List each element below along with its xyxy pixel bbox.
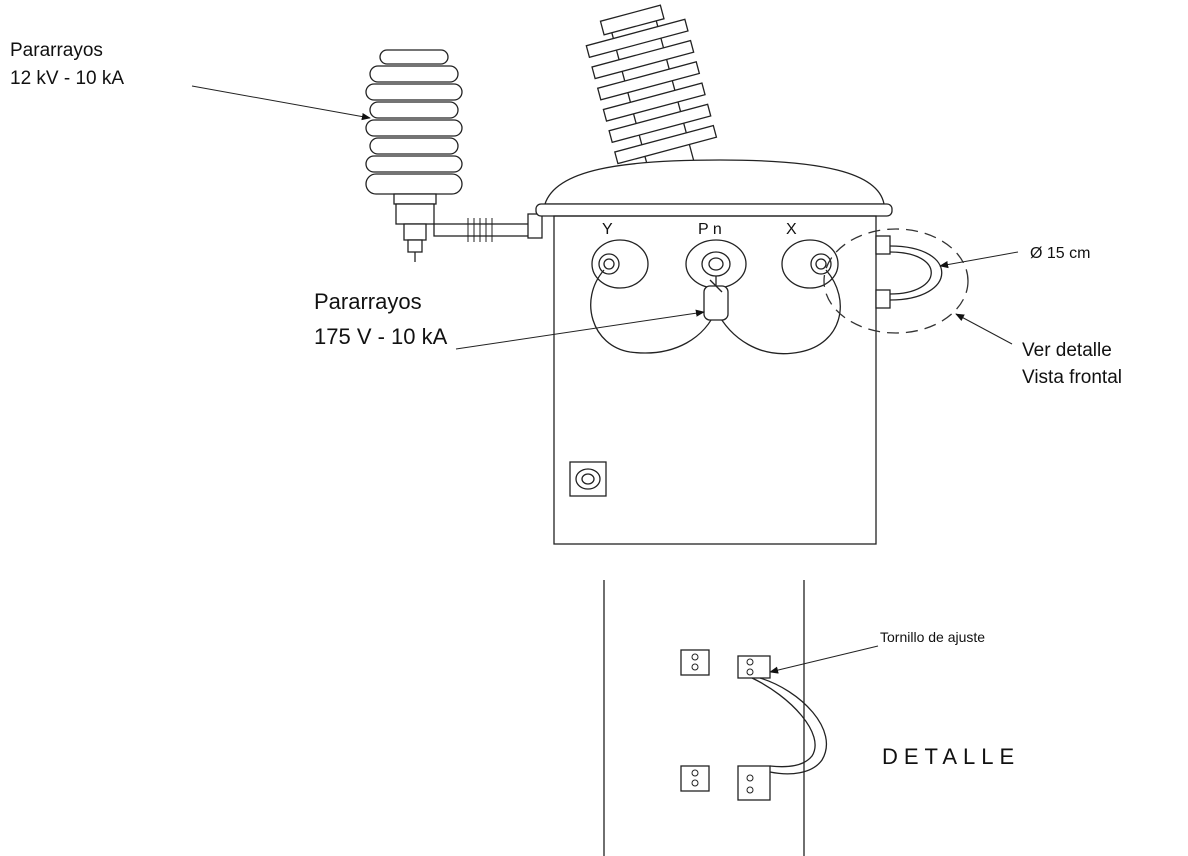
see-detail-label-line2: Vista frontal <box>1022 367 1122 388</box>
hv-arrester-label-line1: Pararrayos <box>10 40 103 61</box>
grounding-strap <box>823 228 969 334</box>
detail-title: DETALLE <box>882 744 1020 769</box>
terminal-x-label: X <box>786 221 797 238</box>
hv-arrester <box>365 49 543 262</box>
hv-arrester-label-line2: 12 kV - 10 kA <box>10 68 124 89</box>
leader-lines <box>191 85 1019 674</box>
adjust-screw-label: Tornillo de ajuste <box>880 629 985 645</box>
lv-arrester-label-line2: 175 V - 10 kA <box>314 324 448 349</box>
hv-bushing <box>585 4 718 185</box>
see-detail-label-line1: Ver detalle <box>1022 340 1112 361</box>
terminal-pn-label: P n <box>698 221 722 238</box>
lv-arrester-label-line1: Pararrayos <box>314 289 422 314</box>
detail-view <box>603 580 828 856</box>
terminal-y-label: Y <box>602 221 613 238</box>
lv-terminals <box>590 239 841 355</box>
transformer-tank <box>535 159 893 545</box>
diameter-label: Ø 15 cm <box>1030 245 1090 262</box>
